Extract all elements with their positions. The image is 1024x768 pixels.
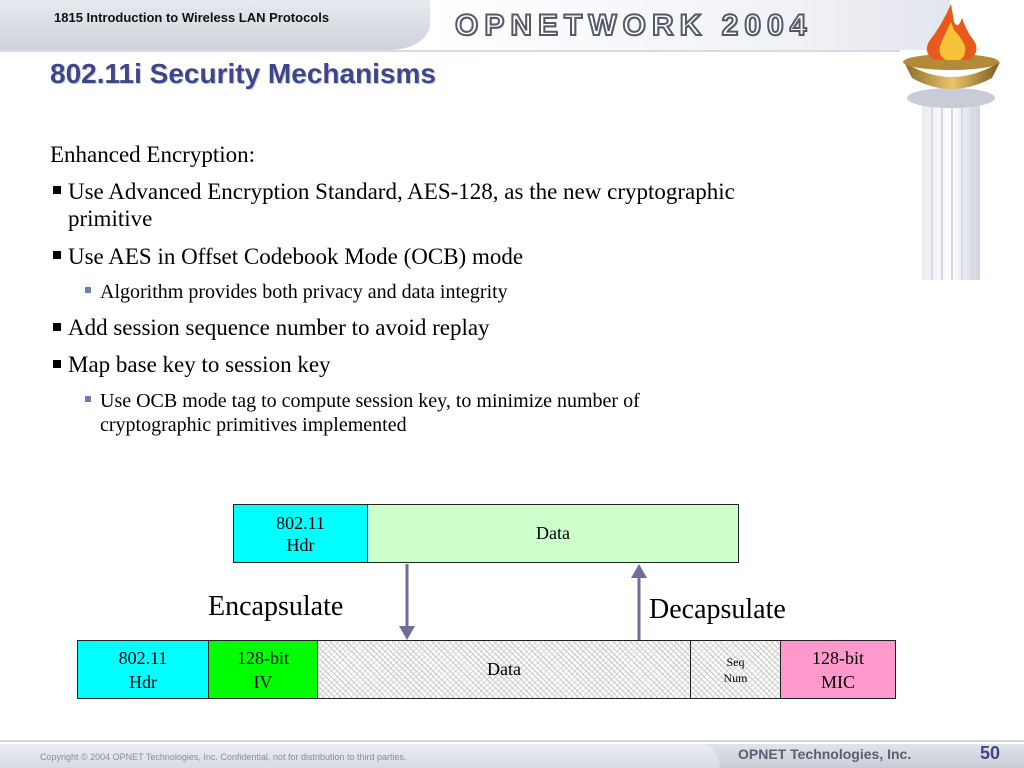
page-number: 50 — [980, 743, 1001, 763]
header-tab — [0, 0, 430, 50]
bullet-aes-standard-wrap: primitive — [68, 206, 153, 231]
decapsulate-label: Decapsulate — [649, 594, 786, 625]
top-frame-header-line2: Hdr — [286, 534, 315, 555]
bottom-frame-header: 802.11 Hdr — [77, 640, 209, 699]
footer-divider — [0, 740, 1024, 742]
conference-logo: OPNETWORK 2004 — [454, 8, 813, 43]
company-name: OPNET Technologies, Inc. — [738, 746, 912, 762]
torch-column-icon — [903, 4, 1000, 280]
sub-bullet-ocb-tag: Use OCB mode tag to compute session key,… — [100, 390, 640, 412]
bottom-frame-header-line2: Hdr — [129, 671, 157, 692]
bottom-frame-header-line1: 802.11 — [118, 647, 168, 668]
footer-tab — [0, 744, 720, 768]
bottom-frame-mic-line1: 128-bit — [812, 647, 864, 668]
course-title: 1815 Introduction to Wireless LAN Protoc… — [54, 10, 330, 25]
sub-bullet-marker — [85, 396, 91, 402]
header-divider — [0, 50, 900, 52]
bottom-frame-seq-line2: Num — [723, 670, 748, 685]
intro-text: Enhanced Encryption: — [50, 142, 256, 167]
bullet-session-key: Map base key to session key — [68, 352, 331, 377]
bottom-frame-mic-line2: MIC — [820, 671, 855, 692]
copyright-text: Copyright © 2004 OPNET Technologies, Inc… — [40, 752, 407, 762]
top-frame-header: 802.11 Hdr — [233, 504, 368, 563]
bottom-frame-iv-line2: IV — [253, 671, 273, 692]
top-frame-data: Data — [367, 504, 739, 563]
encapsulate-label: Encapsulate — [208, 591, 344, 622]
bullet-text-cont: , AES-128, as the new cryptographic — [396, 179, 735, 204]
bullet-marker — [53, 323, 61, 331]
bullet-sequence-number: Add session sequence number to avoid rep… — [68, 315, 490, 340]
bullet-aes-ocb: Use AES in Offset Codebook Mode (OCB) mo… — [68, 244, 524, 269]
sub-bullet-privacy-integrity: Algorithm provides both privacy and data… — [100, 281, 508, 303]
bullet-marker — [53, 186, 61, 194]
bullet-aes-standard: Use Advanced Encryption Standard, AES-12… — [68, 178, 735, 205]
bottom-frame-mic: 128-bit MIC — [780, 640, 896, 699]
bottom-frame-data-label: Data — [487, 659, 521, 679]
top-frame-header-line1: 802.11 — [276, 512, 325, 533]
bullet-marker — [53, 360, 61, 368]
header-background — [430, 0, 950, 50]
top-frame-data-label: Data — [536, 523, 570, 543]
decapsulate-arrow-icon — [631, 564, 647, 640]
bottom-frame-iv-line1: 128-bit — [237, 647, 289, 668]
bottom-frame-iv: 128-bit IV — [208, 640, 318, 699]
encapsulate-arrow-icon — [399, 564, 415, 640]
bottom-frame-data: Data — [317, 640, 691, 699]
bottom-frame-seq-num: Seq Num — [690, 640, 781, 699]
bullet-marker — [53, 251, 61, 259]
bullet-text: Use Advanced Encryption Standard — [68, 179, 397, 204]
sub-bullet-marker — [85, 287, 91, 293]
sub-bullet-ocb-tag-wrap: cryptographic primitives implemented — [100, 414, 407, 436]
slide-title: 802.11i Security Mechanisms — [50, 58, 436, 89]
bottom-frame-seq-line1: Seq — [726, 654, 745, 669]
